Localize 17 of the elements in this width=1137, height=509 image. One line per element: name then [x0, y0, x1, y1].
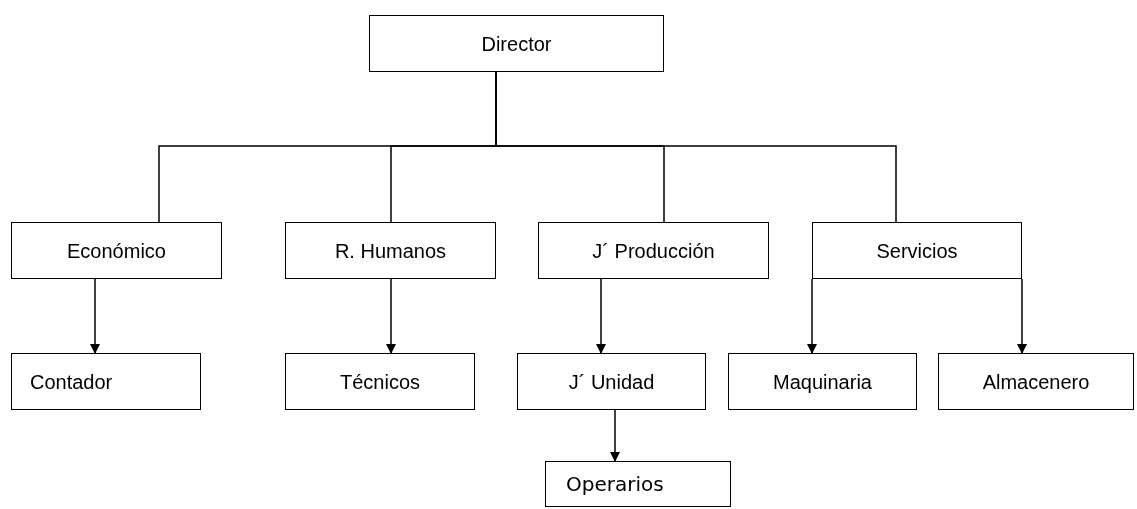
org-box: Económico — [11, 222, 222, 279]
arrow — [90, 278, 100, 354]
org-box: J´ Producción — [538, 222, 769, 279]
arrow — [807, 278, 817, 354]
arrow — [596, 278, 606, 354]
org-box: Operarios — [545, 461, 731, 507]
org-box: J´ Unidad — [517, 353, 706, 410]
org-box: Técnicos — [285, 353, 475, 410]
org-box: R. Humanos — [285, 222, 496, 279]
org-box: Director — [369, 15, 664, 72]
arrow — [610, 409, 620, 462]
org-box: Contador — [11, 353, 201, 410]
org-box: Almacenero — [938, 353, 1134, 410]
org-box: Servicios — [812, 222, 1022, 279]
org-box: Maquinaria — [728, 353, 917, 410]
arrow — [1017, 278, 1027, 354]
arrow — [386, 278, 396, 354]
